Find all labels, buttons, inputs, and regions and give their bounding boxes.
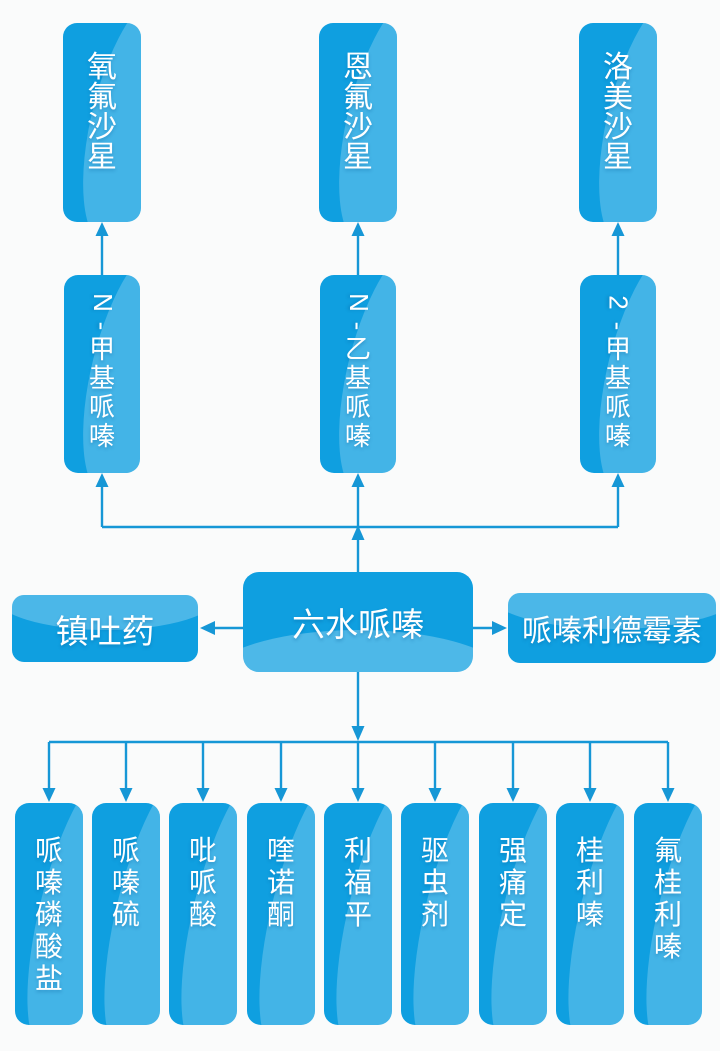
derivative-node-cinnarizine: 桂利嗪 [556,803,624,1025]
arrow-down-icon [196,788,210,802]
arrow-down-icon [351,788,365,802]
arrow-down-icon [428,788,442,802]
node-label: 恩氟沙星 [343,51,373,174]
arrow-up-icon [351,473,365,487]
node-label: N-乙基哌嗪 [342,293,374,451]
node-label: 六水哌嗪 [292,606,424,643]
arrow-up-icon [611,222,625,236]
node-label: 喹诺酮 [266,835,295,930]
node-label: 哌嗪磷酸盐 [34,835,63,994]
node-label: 2-甲基哌嗪 [602,295,634,451]
arrow-down-icon [274,788,288,802]
derivative-node-quinolone: 喹诺酮 [247,803,315,1025]
derivative-node-flunarizine: 氟桂利嗪 [634,803,702,1025]
arrow-up-icon [95,473,109,487]
derivative-node-piperazine-phosphate: 哌嗪磷酸盐 [15,803,83,1025]
node-label: 强痛定 [498,835,527,930]
node-label: 哌嗪利德霉素 [522,615,702,648]
derivative-node-bucinnazine: 强痛定 [479,803,547,1025]
arrow-up-icon [611,473,625,487]
arrow-down-icon [42,788,56,802]
intermediate-node-n-methylpiperazine: N-甲基哌嗪 [64,275,140,473]
arrow-left-icon [200,621,215,635]
product-node-enfloxacin: 恩氟沙星 [319,23,397,222]
derivative-node-pipemidic-acid: 吡哌酸 [169,803,237,1025]
arrow-up-icon [351,525,365,540]
node-label: 氟桂利嗪 [653,835,682,962]
arrow-down-icon [351,726,365,741]
intermediate-node-2-methylpiperazine: 2-甲基哌嗪 [580,275,656,473]
node-label: 镇吐药 [55,612,155,650]
arrow-up-icon [95,222,109,236]
node-label: N-甲基哌嗪 [86,293,118,451]
product-node-lomefloxacin: 洛美沙星 [579,23,657,222]
intermediate-node-n-ethylpiperazine: N-乙基哌嗪 [320,275,396,473]
node-label: 驱虫剂 [420,835,449,930]
arrow-up-icon [351,222,365,236]
center-node-piperazine-hexahydrate: 六水哌嗪 [243,572,473,672]
derivative-node-anthelmintic: 驱虫剂 [401,803,469,1025]
node-label: 桂利嗪 [575,835,604,930]
arrow-down-icon [583,788,597,802]
node-label: 利福平 [343,835,372,930]
node-antiemetic: 镇吐药 [12,595,198,662]
node-label: 氧氟沙星 [87,51,117,174]
node-piperazine-lidemycin: 哌嗪利德霉素 [508,593,716,663]
derivative-node-piperazine-sulfur: 哌嗪硫 [92,803,160,1025]
arrow-down-icon [506,788,520,802]
arrow-down-icon [119,788,133,802]
arrow-down-icon [661,788,675,802]
node-label: 洛美沙星 [603,51,633,174]
derivative-node-rifampin: 利福平 [324,803,392,1025]
arrow-right-icon [492,621,507,635]
node-label: 吡哌酸 [188,835,217,930]
product-node-ofloxacin: 氧氟沙星 [63,23,141,222]
node-label: 哌嗪硫 [111,835,140,930]
